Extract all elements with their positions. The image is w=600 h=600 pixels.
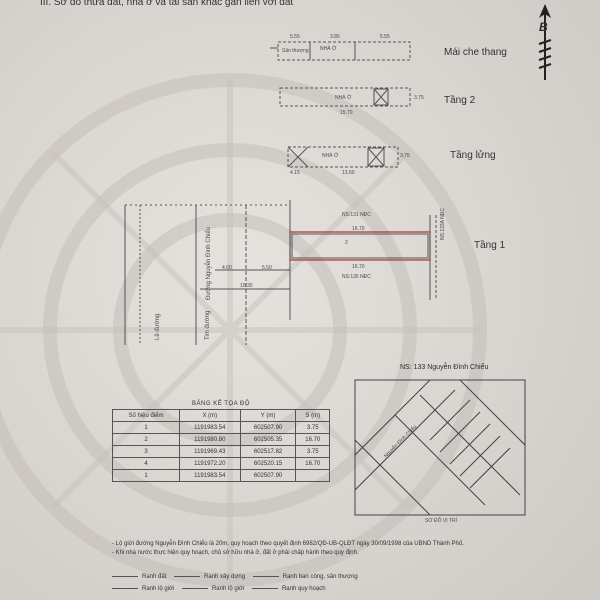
legend-item: Ranh ban công, sân thượng bbox=[282, 574, 358, 580]
road-dim-2: 5.50 bbox=[262, 265, 272, 271]
road-name: Đường Nguyễn Đình Chiểu bbox=[206, 227, 212, 300]
note-planning: - Khi nhà nước thực hiện quy hoạch, chủ … bbox=[112, 550, 359, 556]
floor-label-floor2: Tầng 2 bbox=[444, 95, 476, 106]
floor2-house-label: NHÀ Ở bbox=[335, 95, 352, 101]
cell-x: 1191972.20 bbox=[178, 457, 241, 470]
roof-plan bbox=[270, 41, 411, 61]
floor2-plan bbox=[279, 87, 411, 107]
floor-label-roof: Mái che thang bbox=[444, 47, 507, 58]
cell-y: 602507.90 bbox=[239, 421, 297, 434]
header-x: X (m) bbox=[178, 409, 241, 422]
legend-line-icon bbox=[112, 587, 138, 589]
cell-s: 3.75 bbox=[295, 445, 330, 458]
legend-line-icon bbox=[112, 575, 138, 577]
north-label: B bbox=[539, 20, 548, 34]
legend-item: Ranh đất bbox=[142, 574, 167, 580]
roof-dim-2: 3.85 bbox=[330, 34, 340, 40]
legend-line-icon bbox=[251, 587, 278, 589]
legend-line-icon bbox=[181, 587, 208, 589]
cell-point: 1 bbox=[112, 469, 180, 482]
ground-bottom-neighbor: NS:135 NĐC bbox=[342, 274, 371, 280]
roof-dim-3: 5.55 bbox=[380, 34, 390, 40]
table-header-row: Số hiệu điểm X (m) Y (m) S (m) bbox=[112, 409, 330, 422]
mezz-house-label: NHÀ Ở bbox=[322, 153, 339, 159]
mezz-dim-1: 4.15 bbox=[290, 170, 300, 176]
ground-bottom-dim: 16.70 bbox=[352, 264, 365, 270]
legend-line-icon bbox=[252, 575, 279, 577]
roof-house-label: NHÀ Ở bbox=[320, 46, 337, 52]
cell-point: 3 bbox=[112, 445, 180, 458]
table-row: 4 1191972.20 602520.15 16.70 bbox=[112, 457, 330, 470]
legend-item: Ranh xây dựng bbox=[204, 574, 246, 580]
floor2-dim-length: 15.70 bbox=[340, 110, 353, 116]
floor-label-ground: Tầng 1 bbox=[474, 240, 506, 251]
coordinate-table-title: BẢNG KÊ TỌA ĐỘ bbox=[192, 400, 250, 407]
sidewalk-label: Lề đường bbox=[155, 313, 161, 340]
header-y: Y (m) bbox=[239, 409, 297, 422]
cell-y: 602505.35 bbox=[239, 433, 297, 446]
legend-item: Ranh lộ giới bbox=[142, 586, 175, 592]
floor-label-mezzanine: Tầng lửng bbox=[450, 150, 496, 161]
table-row: 1 1191983.54 602507.90 3.75 bbox=[112, 421, 330, 434]
cell-point: 2 bbox=[112, 433, 180, 446]
legend-item: Ranh lộ giới bbox=[211, 586, 245, 592]
roof-terrace-label: Sân thượng bbox=[282, 48, 309, 54]
cell-x: 1191969.43 bbox=[178, 445, 241, 458]
coordinate-table: BẢNG KÊ TỌA ĐỘ Số hiệu điểm X (m) Y (m) … bbox=[112, 398, 330, 482]
cell-y: 602520.15 bbox=[239, 457, 297, 470]
table-row: 3 1191969.43 602517.82 3.75 bbox=[112, 445, 330, 458]
legend-item: Ranh quy hoạch bbox=[281, 586, 326, 592]
road-dim-3: 10.30 bbox=[240, 283, 253, 289]
header-point: Số hiệu điểm bbox=[112, 409, 180, 422]
ground-plan bbox=[124, 200, 437, 345]
cell-s: 3.75 bbox=[295, 421, 330, 434]
ground-top-dim: 16.70 bbox=[352, 226, 365, 232]
north-arrow-icon bbox=[538, 4, 552, 80]
table-row: 2 1191980.80 602505.35 16.70 bbox=[112, 433, 330, 446]
floor2-dim-width: 3.75 bbox=[414, 95, 424, 101]
cell-s: 16.70 bbox=[295, 457, 330, 470]
cell-x: 1191980.80 bbox=[178, 433, 241, 446]
legend-line-icon bbox=[174, 575, 201, 577]
cell-y: 602517.82 bbox=[239, 445, 297, 458]
roof-dim-1: 5.55 bbox=[290, 34, 300, 40]
centerline-label: Tim đường bbox=[205, 310, 211, 340]
road-dim-1: 4.00 bbox=[222, 265, 232, 271]
cell-x: 1191983.54 bbox=[178, 469, 241, 482]
mezzanine-plan bbox=[287, 146, 399, 168]
ground-top-neighbor: NS:131 NĐC bbox=[342, 212, 371, 218]
notes: - Lộ giới đường Nguyễn Đình Chiểu là 20m… bbox=[112, 540, 582, 558]
ground-right-neighbor: NS:133A NĐC bbox=[440, 208, 446, 240]
cell-point: 4 bbox=[112, 457, 180, 470]
cell-y: 602507.90 bbox=[239, 469, 297, 482]
mezz-dim-3: 3.75 bbox=[400, 153, 410, 159]
location-map-caption: SƠ ĐỒ VỊ TRÍ bbox=[425, 518, 457, 524]
section-heading: III. Sơ đồ thửa đất, nhà ở và tài sản kh… bbox=[40, 0, 294, 8]
table-row: 1 1191983.54 602507.90 bbox=[112, 469, 330, 482]
legend: Ranh đất Ranh xây dựng Ranh ban công, sâ… bbox=[112, 574, 592, 592]
ground-center-label: 2 bbox=[345, 240, 348, 246]
location-map bbox=[354, 379, 526, 516]
header-s: S (m) bbox=[295, 409, 330, 422]
cell-point: 1 bbox=[112, 421, 180, 434]
location-map-title: NS: 133 Nguyễn Đình Chiểu bbox=[400, 364, 489, 371]
cell-s bbox=[295, 469, 330, 482]
note-road-width: - Lộ giới đường Nguyễn Đình Chiểu là 20m… bbox=[112, 541, 464, 547]
mezz-dim-2: 13.60 bbox=[342, 170, 355, 176]
cell-x: 1191983.54 bbox=[178, 421, 241, 434]
cell-s: 16.70 bbox=[295, 433, 330, 446]
